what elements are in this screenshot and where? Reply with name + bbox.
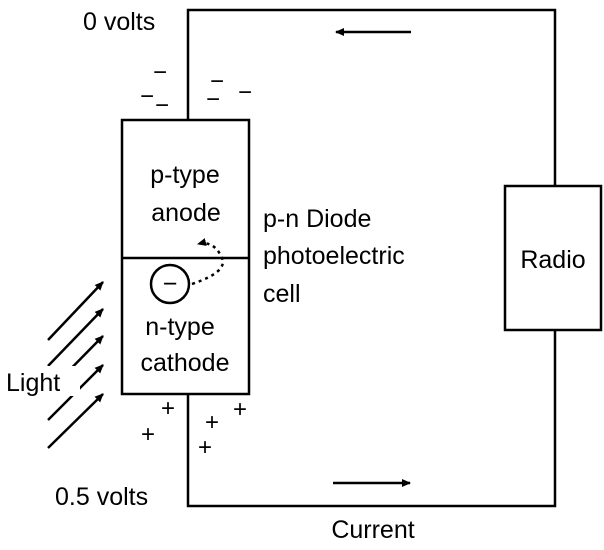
light-ray-arrow — [47, 393, 104, 449]
n-type-label: n-type — [145, 313, 214, 341]
electron-circle — [149, 263, 191, 305]
radio-label: Radio — [520, 246, 585, 274]
positive-charge: + — [161, 395, 175, 422]
positive-charge: + — [233, 396, 247, 423]
electron-path-arrow — [191, 238, 225, 286]
device-label-line3: cell — [263, 280, 301, 308]
top-voltage-label: 0 volts — [83, 8, 155, 36]
light-label: Light — [6, 369, 60, 397]
negative-charge: − — [206, 86, 220, 113]
positive-charge: + — [205, 409, 219, 436]
negative-charge: − — [210, 68, 224, 95]
p-type-label: p-type — [150, 161, 219, 189]
light-ray-arrow — [47, 281, 104, 341]
negative-charge: − — [238, 79, 252, 106]
anode-label: anode — [151, 199, 221, 227]
cathode-label: cathode — [141, 349, 230, 377]
negative-charge: − — [140, 83, 154, 110]
radio-box — [503, 184, 603, 332]
positive-charge: + — [198, 434, 212, 461]
current-label: Current — [331, 516, 414, 544]
light-label-bg — [4, 366, 80, 396]
light-ray-arrow — [47, 308, 104, 367]
bottom-voltage-label: 0.5 volts — [55, 483, 148, 511]
electron-symbol: − — [163, 270, 178, 298]
bottom-wire — [186, 330, 557, 508]
positive-charge: + — [141, 421, 155, 448]
negative-charge: − — [153, 59, 167, 86]
device-label-line2: photoelectric — [263, 242, 405, 270]
device-label-line1: p-n Diode — [263, 205, 371, 233]
top-wire — [186, 8, 557, 186]
negative-charge: − — [155, 92, 169, 119]
